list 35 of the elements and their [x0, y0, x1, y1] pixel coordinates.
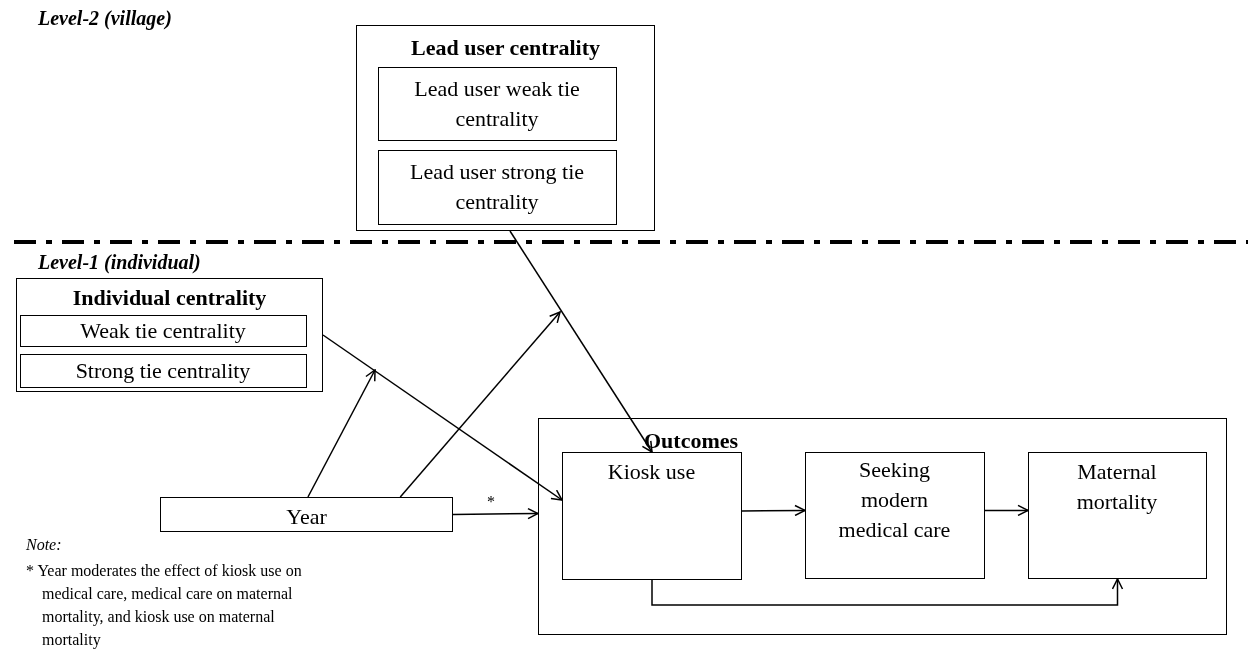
arrow [399, 311, 561, 498]
node-label: Lead user strong tie centrality [408, 157, 586, 216]
arrow [509, 230, 653, 453]
edge-label: * [487, 494, 495, 510]
arrow [452, 507, 539, 520]
note-heading: Note: [26, 536, 62, 554]
level-label: Level-1 (individual) [38, 251, 201, 274]
node-label: Weak tie centrality [79, 316, 247, 345]
arrow [307, 369, 376, 498]
arrow [322, 334, 563, 501]
process-box [377, 66, 617, 141]
node-label: Strong tie centrality [74, 356, 252, 385]
node-label: Maternal mortality [1075, 457, 1159, 516]
process-box [19, 314, 307, 347]
group-heading: Individual centrality [71, 286, 268, 310]
node-label: Lead user weak tie centrality [413, 74, 581, 133]
group-box [356, 25, 655, 231]
node-label: Kiosk use [606, 457, 697, 486]
process-box [1027, 451, 1207, 579]
level-label: Level-2 (village) [38, 7, 172, 30]
process-box [160, 497, 453, 532]
process-box [561, 451, 742, 580]
group-box [16, 278, 323, 392]
process-box [19, 353, 307, 388]
node-label: Seeking modern medical care [837, 455, 952, 544]
group-heading: Lead user centrality [410, 36, 601, 60]
group-heading: Outcomes [642, 429, 740, 453]
node-label: Year [285, 503, 328, 531]
arrow [651, 578, 1124, 606]
arrow [741, 504, 806, 517]
note-text: * Year moderates the effect of kiosk use on medical care, medical care on maternal mortality, and kiosk use on maternal mortality [26, 561, 303, 649]
process-box [804, 451, 985, 579]
group-box [538, 418, 1227, 635]
arrow [984, 504, 1029, 517]
process-box [377, 149, 617, 225]
